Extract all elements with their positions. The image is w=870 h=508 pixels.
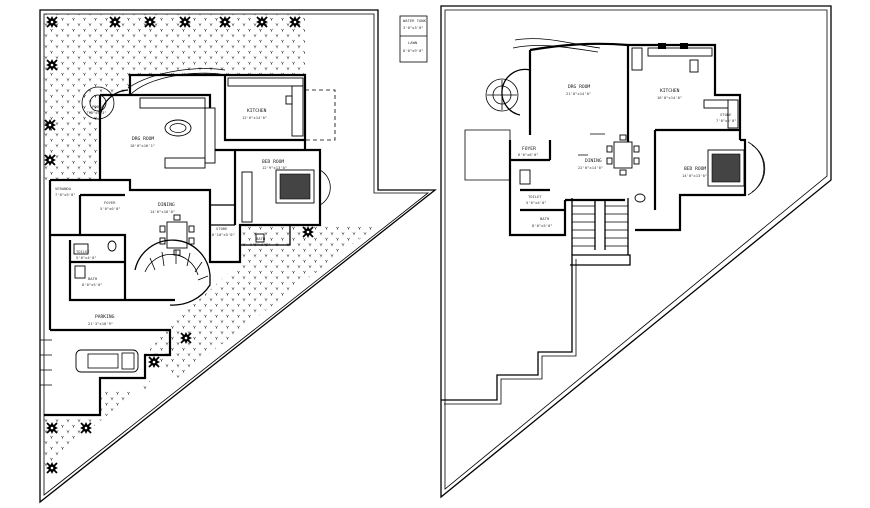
ff-room-dim-store: 7'0"x5'0" [716,118,737,123]
dining-table [159,214,195,256]
room-dim-kitchen: 12'6"x14'0" [242,115,267,120]
kitchen-counter-first-floor [631,43,739,129]
kitchen-counter [227,77,336,141]
legend-water-tank: WATER TANK [403,18,427,23]
ground-floor-walls [44,73,322,417]
bay-window [485,68,531,116]
ff-room-dim-dining: 22'0"x14'0" [578,165,603,170]
ff-room-label-bath: BATH [540,216,550,221]
room-dim-dining: 14'6"x16'0" [150,209,175,214]
room-dim-bath-left: 8'0"x5'0" [82,282,103,287]
room-label-veranda: VERANDA [55,186,72,191]
car-icon [75,349,139,373]
lawn-area-top [44,14,305,180]
room-dim-store: 6'10"x5'0" [212,232,235,237]
legend-box: WATER TANK 3'0"x3'0" LAWN 8'0"x9'0" [399,15,428,63]
room-label-bath-right: BATH [256,236,266,241]
room-dim-bath-right: 8'0"x5'0" [250,242,271,247]
room-dim-foyer: 5'0"x6'0" [100,206,121,211]
room-label-kitchen: KITCHEN [247,108,267,114]
ff-room-label-bedroom: BED ROOM [684,166,706,172]
terrace-steps-outline [441,254,631,401]
first-floor-plot-boundary [440,5,832,499]
room-dim-bedroom: 12'9"x13'0" [262,165,287,170]
pooja-room [81,86,129,121]
ff-room-label-drg: DRG ROOM [568,84,590,90]
ff-room-dim-kitchen: 16'0"x14'0" [657,95,682,100]
ff-room-label-kitchen: KITCHEN [660,88,680,94]
legend-lawn: LAWN [408,40,418,45]
bed [241,169,331,223]
first-floor-plan: DRG ROOM 21'0"x14'0" KITCHEN 16'0"x14'0"… [440,5,832,499]
room-label-drawing: DRG ROOM [132,136,154,142]
room-label-store: STORE [216,226,228,231]
ff-room-dim-bedroom: 14'0"x13'0" [682,173,707,178]
ff-room-label-toilet: TOILET [528,194,542,199]
room-dim-parking: 21'3"x10'9" [88,321,113,326]
lawn-area-bottom [44,378,150,470]
room-label-toilet: TOILET [76,249,90,254]
ground-floor-plot-boundary [39,9,437,504]
legend-water-tank-dim: 3'0"x3'0" [403,25,424,30]
ff-room-dim-foyer: 6'0"x6'0" [518,152,539,157]
room-label-parking: PARKING [95,314,115,320]
ff-room-label-foyer: FOYER [522,146,536,152]
room-label-dining: DINING [158,202,175,208]
bath-fixtures [73,233,265,279]
legend-lawn-dim: 8'0"x9'0" [403,48,424,53]
ff-room-label-store: STORE [720,112,732,117]
room-dim-pooja: 7'0"x5'3" [86,110,107,115]
ff-room-dim-bath: 8'0"x5'0" [532,223,553,228]
bed-first-floor [707,141,766,196]
room-label-bedroom: BED ROOM [262,159,284,165]
toilet-bath-fixtures [519,169,646,203]
ff-room-dim-toilet: 5'0"x4'0" [526,200,547,205]
ground-floor-plan: WATER TANK 3'0"x3'0" LAWN 8'0"x9'0" [39,9,437,504]
staircase-first-floor [571,198,629,255]
ff-room-dim-drg: 21'0"x14'0" [566,91,591,96]
dining-table-first-floor [606,134,640,176]
room-dim-toilet: 5'0"x4'0" [76,255,97,260]
room-label-foyer: FOYER [104,200,116,205]
sofa-set [139,97,216,169]
lawn-area-right [145,225,378,380]
spiral-staircase [134,239,211,306]
room-label-bath-left: BATH [88,276,98,281]
room-dim-veranda: 7'0"x5'0" [55,192,76,197]
room-label-pooja: POOJA [92,104,104,109]
ff-room-label-dining: DINING [585,158,602,164]
room-dim-drawing: 18'0"x16'1" [130,143,155,148]
